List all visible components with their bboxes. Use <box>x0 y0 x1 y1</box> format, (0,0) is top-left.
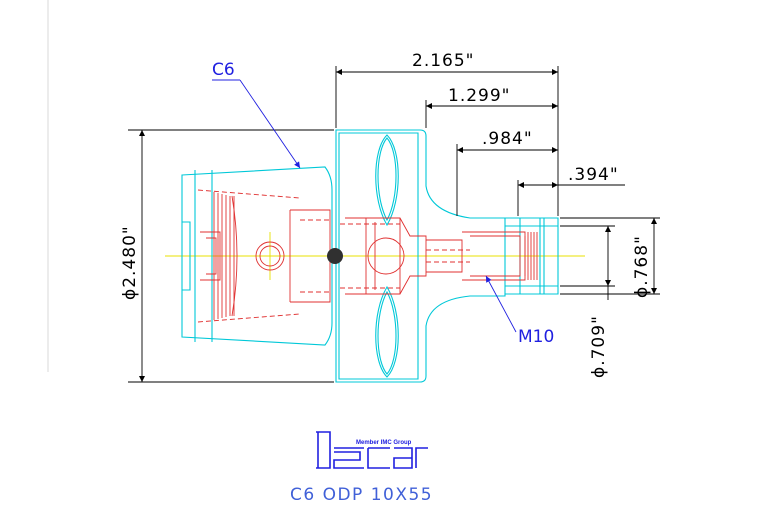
sheet <box>48 0 767 523</box>
label-c6: C6 <box>212 60 235 80</box>
dim-diameter-body: ϕ2.480" <box>120 225 140 300</box>
tip-outline <box>505 217 559 295</box>
logo-tagline: Member IMC Group <box>356 440 412 446</box>
center-mark <box>327 248 343 264</box>
dim-length-4: .394" <box>568 165 619 185</box>
dim-diameter-neck: ϕ.768" <box>632 235 652 298</box>
dim-length-3: .984" <box>482 129 533 149</box>
dim-length-2: 1.299" <box>448 86 511 106</box>
iscar-logo: Member IMC Group <box>316 431 428 469</box>
dim-overall-length: 2.165" <box>412 51 475 71</box>
drawing-title: C6 ODP 10X55 <box>290 485 433 505</box>
label-m10: M10 <box>518 327 554 347</box>
tip-hidden-lines <box>340 217 538 295</box>
dim-diameter-tip: ϕ.709" <box>589 315 609 378</box>
shank-outline <box>181 166 333 346</box>
dimension-lines <box>128 66 660 383</box>
flange-outline <box>335 129 506 383</box>
annotation-leaders <box>212 79 517 333</box>
